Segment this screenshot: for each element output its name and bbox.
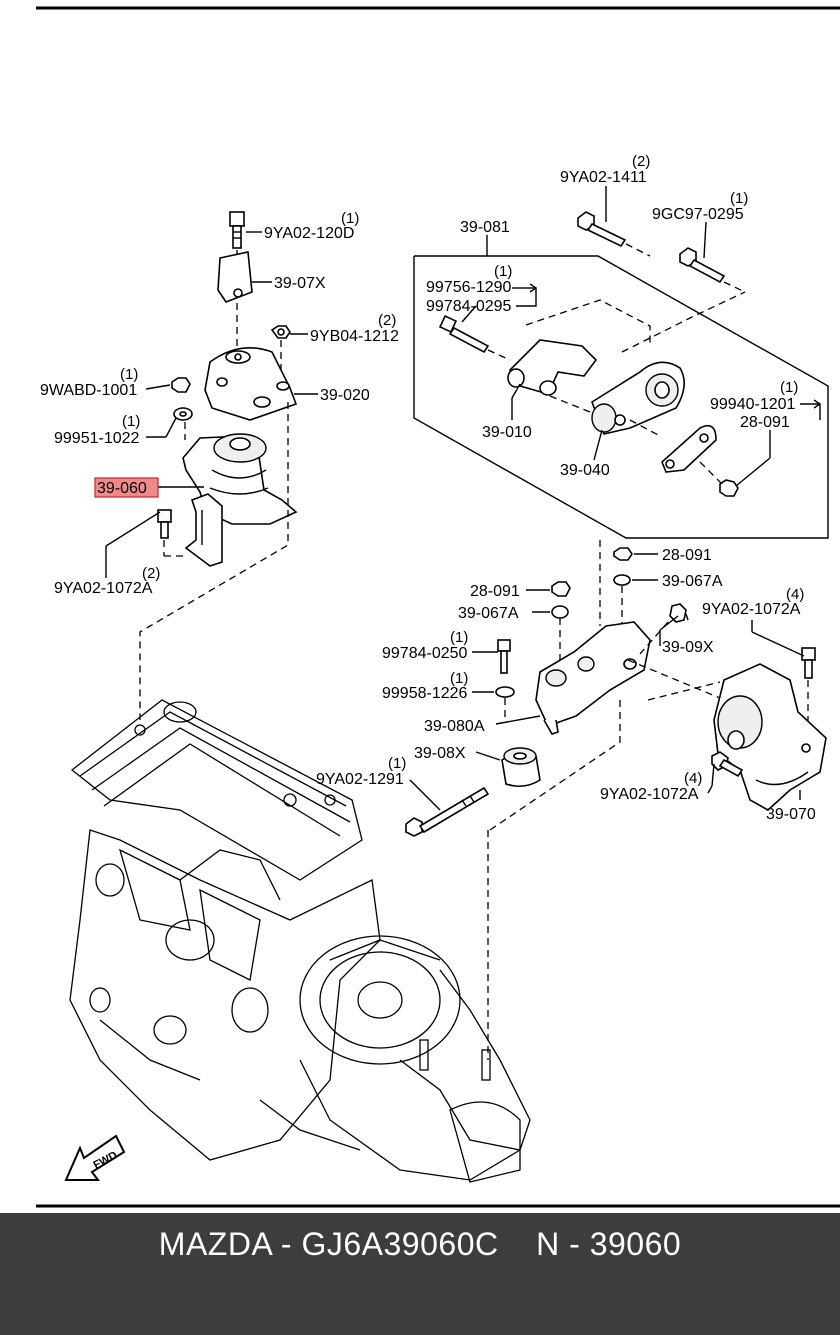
qty-99940-1201: (1) (780, 379, 798, 396)
footer-bar (0, 1213, 840, 1335)
bolt-99784-0295 (438, 314, 490, 354)
qty-9ya02-120d: (1) (341, 210, 359, 227)
bolt-9ya02-1072a-lower (711, 751, 744, 778)
qty-9ya02-1072a-lower: (4) (684, 770, 702, 787)
qty-9ya02-1291: (1) (388, 755, 406, 772)
label-9yb04-1212: 9YB04-1212 (310, 328, 399, 345)
bushing-39-08x (501, 747, 541, 788)
nut-9yb04 (270, 325, 291, 339)
qty-9gc97-0295: (1) (730, 190, 748, 207)
highlight-box (94, 477, 159, 498)
bolt-9ya02-1072a-right (801, 647, 816, 679)
washer-39-067a-right (613, 574, 631, 586)
bracket-39-010 (507, 339, 598, 396)
bolt-9gc97-0295 (679, 247, 726, 284)
label-9ya02-1072a-left: 9YA02-1072A (54, 580, 153, 597)
bolt-39-09x (669, 603, 687, 623)
nut-28-091-lower (551, 581, 571, 597)
bracket-39-080a (535, 621, 651, 735)
nut-9wabd (171, 377, 191, 393)
bolt-99784-0250 (497, 639, 511, 674)
nut-28-091-upper (719, 479, 739, 497)
label-28-091-mid: 28-091 (662, 547, 712, 564)
label-39-020: 39-020 (320, 387, 370, 404)
washer-99958-1226 (495, 686, 515, 698)
callout-labels: (1) 9YA02-120D 39-07X (2) 9YB04-1212 39-… (40, 153, 816, 823)
label-9ya02-1411: 9YA02-1411 (560, 169, 647, 186)
label-39-080a: 39-080A (424, 718, 485, 735)
qty-99756-1290: (1) (494, 263, 512, 280)
mount-bracket (184, 493, 223, 567)
mount-39-020 (204, 346, 298, 421)
label-99784-0295: 99784-0295 (426, 298, 512, 315)
qty-9wabd-1001: (1) (120, 366, 138, 383)
washer-39-067a-left (551, 605, 569, 619)
engine-block (69, 699, 381, 1161)
bolt-9ya02-1411 (577, 211, 627, 248)
label-99940-1201: 99940-1201 (710, 396, 796, 413)
qty-9ya02-1411: (2) (632, 153, 650, 170)
label-9ya02-120d: 9YA02-120D (264, 225, 354, 242)
label-99784-0250: 99784-0250 (382, 645, 468, 662)
label-9wabd-1001: 9WABD-1001 (40, 382, 137, 399)
label-39-081: 39-081 (460, 219, 510, 236)
label-28-091-lower: 28-091 (470, 583, 520, 600)
label-39-040: 39-040 (560, 462, 610, 479)
mount-39-070 (713, 663, 827, 811)
transmission (259, 935, 531, 1183)
plate-99940-1201 (661, 424, 717, 473)
nut-28-091-mid (613, 547, 633, 561)
label-9ya02-1072a-lower: 9YA02-1072A (600, 786, 699, 803)
label-99958-1226: 99958-1226 (382, 685, 468, 702)
qty-9yb04-1212: (2) (378, 312, 396, 329)
label-28-091-box: 28-091 (740, 414, 790, 431)
leader-lines (105, 186, 822, 811)
bolt-top (229, 211, 245, 249)
label-39-060: 39-060 (97, 480, 147, 497)
fwd-arrow-icon: FWD (64, 1134, 126, 1181)
label-9ya02-1291: 9YA02-1291 (316, 771, 404, 788)
label-39-08x: 39-08X (414, 745, 466, 762)
torque-rod-39-040 (591, 361, 685, 435)
label-39-067a-left: 39-067A (458, 605, 519, 622)
bolt-9ya02-1291 (405, 786, 490, 837)
label-99756-1290: 99756-1290 (426, 279, 512, 296)
qty-9ya02-1072a-top: (4) (786, 586, 804, 603)
label-9ya02-1072a-top: 9YA02-1072A (702, 601, 801, 618)
label-99951-1022: 99951-1022 (54, 430, 140, 447)
assembly-box-39-081 (413, 255, 829, 539)
label-39-010: 39-010 (482, 424, 532, 441)
label-39-067a-right: 39-067A (662, 573, 723, 590)
qty-99951-1022: (1) (122, 413, 140, 430)
bolt-left (157, 509, 172, 539)
label-39-070: 39-070 (766, 806, 816, 823)
qty-99784-0250: (1) (450, 629, 468, 646)
label-39-07x: 39-07X (274, 275, 326, 292)
qty-9ya02-1072a-left: (2) (142, 565, 160, 582)
part-number-caption: MAZDA - GJ6A39060C N - 39060 (158, 1226, 682, 1262)
label-9gc97-0295: 9GC97-0295 (652, 206, 744, 223)
label-39-09x: 39-09X (662, 639, 714, 656)
qty-99958-1226: (1) (450, 670, 468, 687)
